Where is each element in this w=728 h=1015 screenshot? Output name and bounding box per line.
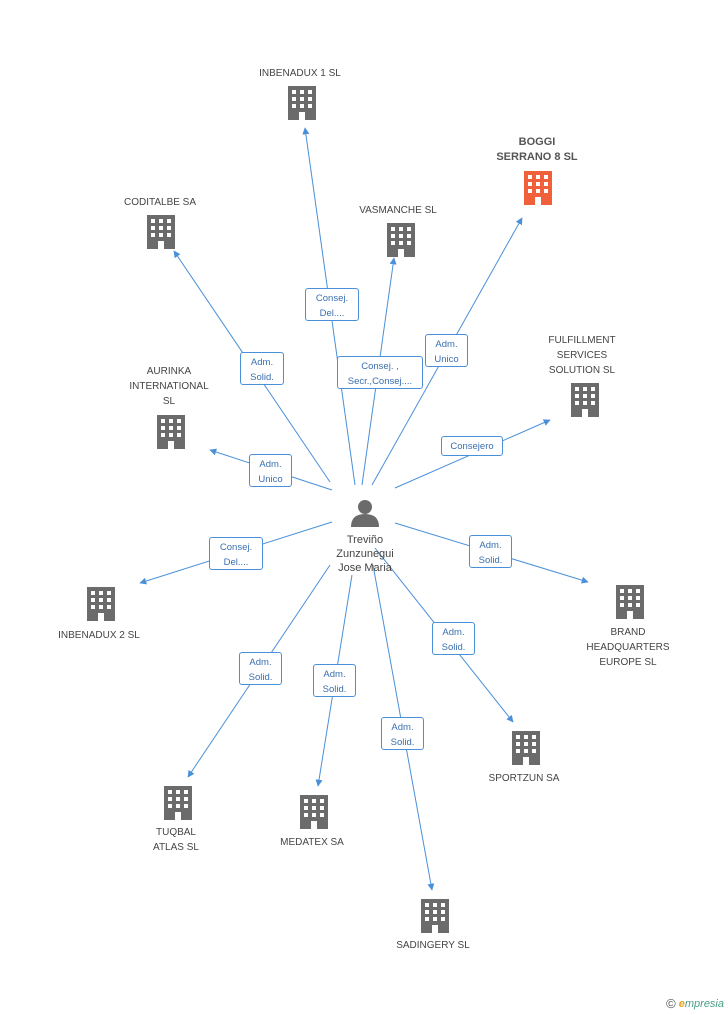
company-label-brand[interactable]: BRAND HEADQUARTERS EUROPE SL — [586, 627, 670, 668]
company-label-inbenadux1[interactable]: INBENADUX 1 SL — [259, 68, 341, 79]
company-label-vasmanche[interactable]: VASMANCHE SL — [359, 205, 437, 216]
center-person-label[interactable]: Treviño Zunzunegui Jose Maria — [336, 534, 394, 574]
company-label-fulfillment[interactable]: FULFILLMENT SERVICES SOLUTION SL — [548, 335, 616, 376]
role-label-inbenadux2[interactable]: Consej. Del.... — [209, 537, 263, 570]
building-icon[interactable] — [421, 899, 449, 933]
company-label-sadingery[interactable]: SADINGERY SL — [396, 940, 470, 951]
company-label-inbenadux2[interactable]: INBENADUX 2 SL — [58, 630, 140, 641]
person-icon — [351, 500, 379, 527]
role-label-coditalbe[interactable]: Adm. Solid. — [240, 352, 284, 385]
role-label-fulfillment[interactable]: Consejero — [441, 436, 503, 456]
company-label-medatex[interactable]: MEDATEX SA — [280, 837, 344, 848]
building-icon[interactable] — [87, 587, 115, 621]
building-icon[interactable] — [512, 731, 540, 765]
role-label-sadingery[interactable]: Adm. Solid. — [381, 717, 424, 750]
brand-logo[interactable]: empresia — [678, 997, 724, 1010]
building-icon[interactable] — [300, 795, 328, 829]
building-icon[interactable] — [524, 171, 552, 205]
building-icon[interactable] — [157, 415, 185, 449]
role-label-inbenadux1[interactable]: Consej. Del.... — [305, 288, 359, 321]
company-label-coditalbe[interactable]: CODITALBE SA — [123, 197, 197, 208]
company-label-tuqbal[interactable]: TUQBAL ATLAS SL — [153, 827, 199, 853]
building-icon[interactable] — [571, 383, 599, 417]
brand-footer: © empresia — [666, 996, 724, 1011]
copyright-icon: © — [666, 996, 676, 1011]
role-label-brand[interactable]: Adm. Solid. — [469, 535, 512, 568]
building-icon[interactable] — [387, 223, 415, 257]
role-label-aurinka[interactable]: Adm. Unico — [249, 454, 292, 487]
building-icon[interactable] — [147, 215, 175, 249]
company-label-boggi[interactable]: BOGGI SERRANO 8 SL — [496, 136, 578, 163]
company-label-sportzun[interactable]: SPORTZUN SA — [488, 773, 560, 784]
role-label-sportzun[interactable]: Adm. Solid. — [432, 622, 475, 655]
role-label-boggi[interactable]: Adm. Unico — [425, 334, 468, 367]
company-label-aurinka[interactable]: AURINKA INTERNATIONAL SL — [129, 366, 209, 407]
building-icon[interactable] — [616, 585, 644, 619]
building-icon[interactable] — [288, 86, 316, 120]
role-label-medatex[interactable]: Adm. Solid. — [313, 664, 356, 697]
role-label-tuqbal[interactable]: Adm. Solid. — [239, 652, 282, 685]
role-label-vasmanche[interactable]: Consej. , Secr.,Consej.... — [337, 356, 423, 389]
building-icon[interactable] — [164, 786, 192, 820]
